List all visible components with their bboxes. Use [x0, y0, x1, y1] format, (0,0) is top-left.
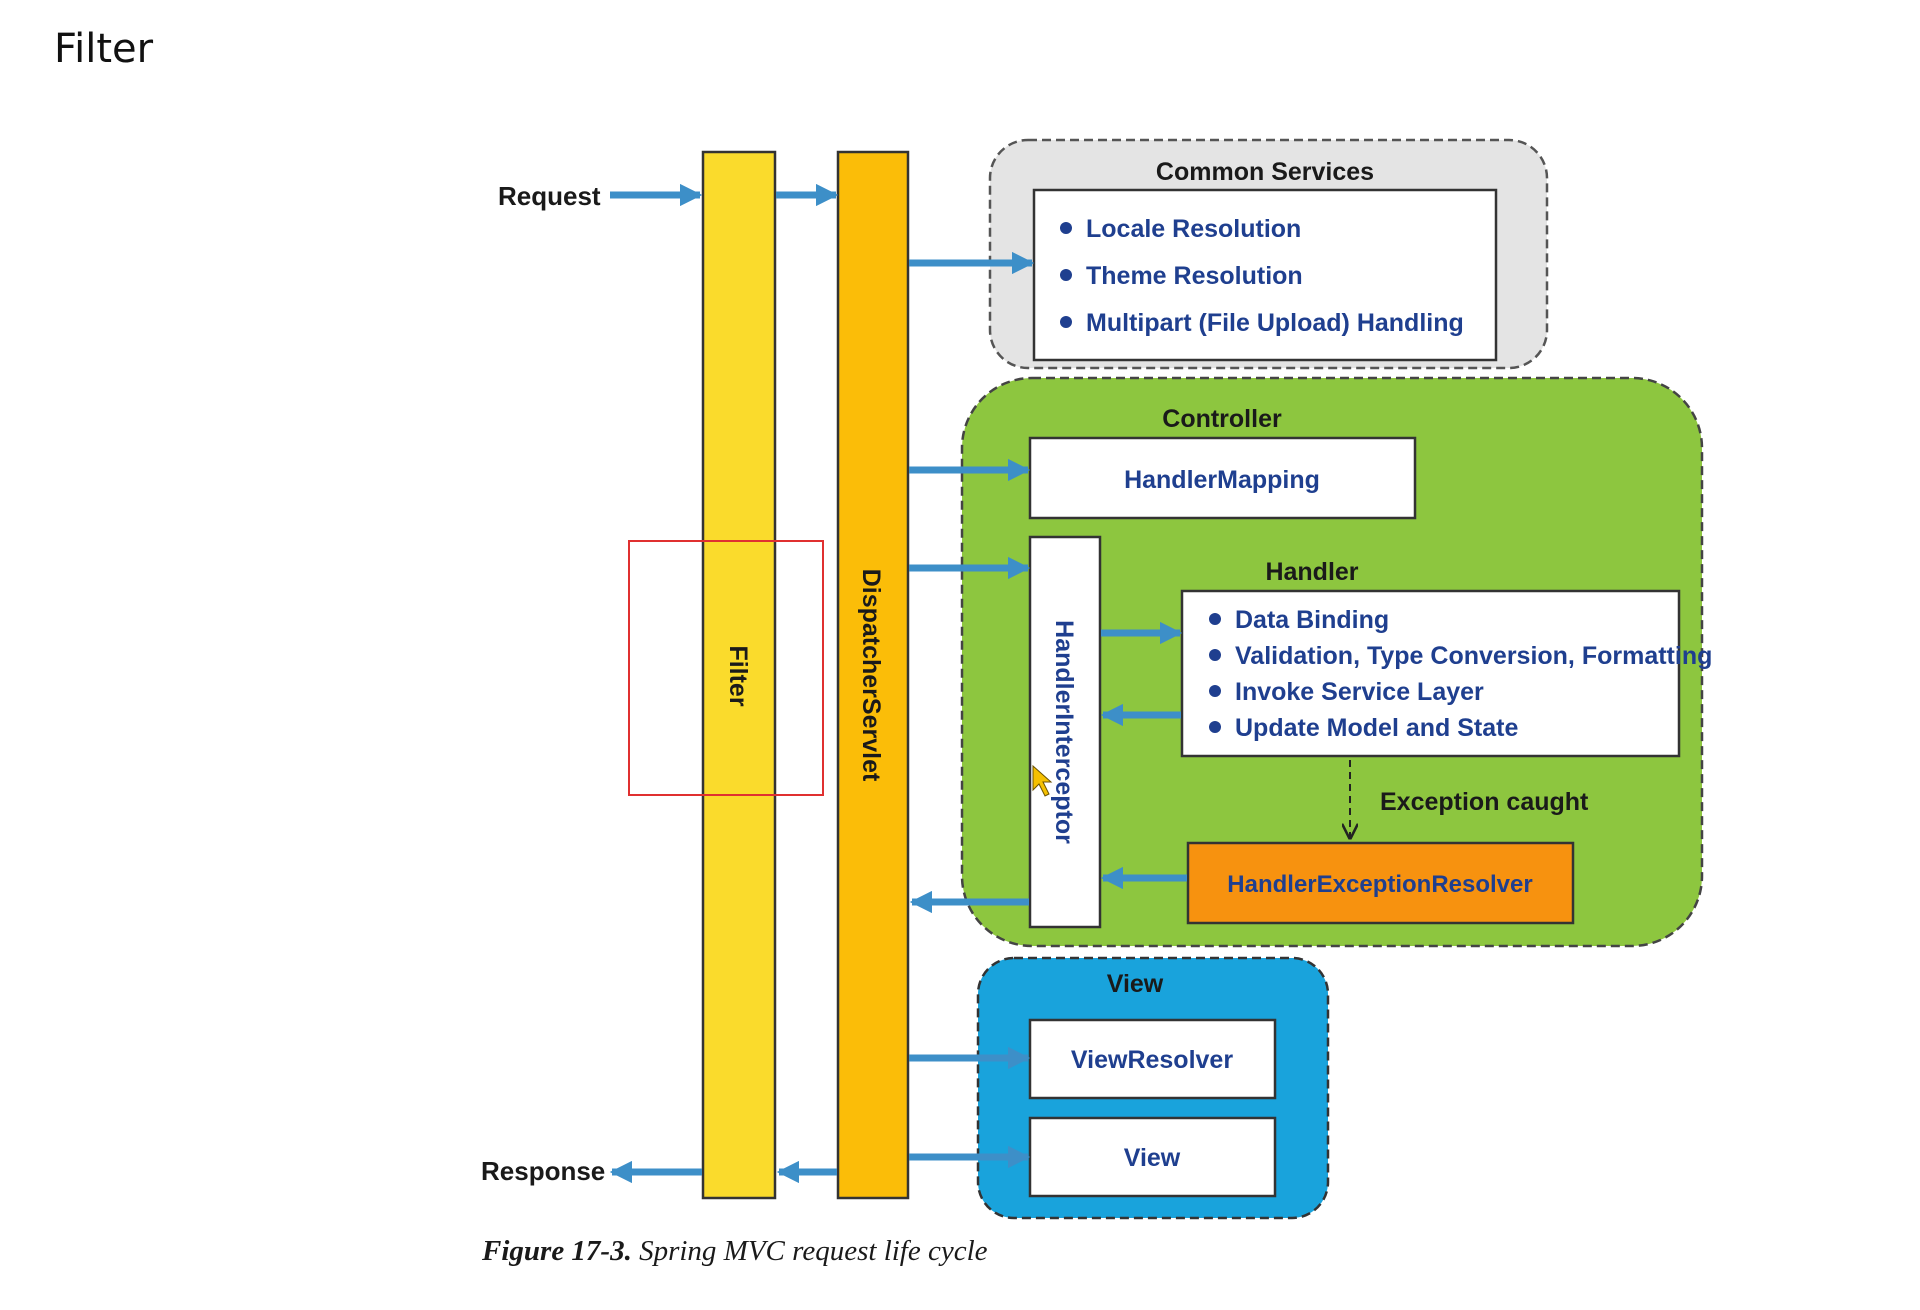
- handler-mapping-label: HandlerMapping: [1124, 466, 1320, 494]
- slide-title: Filter: [54, 26, 154, 72]
- dispatcher-servlet-label: DispatcherServlet: [857, 569, 885, 782]
- common-service-item: Theme Resolution: [1086, 262, 1303, 290]
- view-resolver-label: ViewResolver: [1071, 1046, 1233, 1074]
- figure-caption: Figure 17-3. Spring MVC request life cyc…: [482, 1235, 988, 1268]
- common-service-item: Multipart (File Upload) Handling: [1086, 309, 1464, 337]
- bullet-icon: [1209, 721, 1221, 733]
- handler-interceptor-label: HandlerInterceptor: [1050, 620, 1078, 844]
- bullet-icon: [1209, 685, 1221, 697]
- cursor-icon: [1032, 764, 1053, 797]
- view-title: View: [1107, 970, 1164, 998]
- filter-highlight-box: [628, 540, 824, 796]
- view-resolver-box: [1028, 1018, 1277, 1100]
- view-group: View ViewResolver View: [976, 956, 1330, 1220]
- controller-group: Controller HandlerMapping HandlerInterce…: [960, 376, 1712, 948]
- handler-item: Invoke Service Layer: [1235, 678, 1484, 706]
- view-box: [1028, 1116, 1277, 1198]
- handler-interceptor-box: [1028, 535, 1102, 929]
- flow-arrows: [609, 183, 1187, 1184]
- filter-bar: [701, 150, 777, 1200]
- handler-item: Update Model and State: [1235, 714, 1518, 742]
- common-service-item: Locale Resolution: [1086, 215, 1301, 243]
- filter-label: Filter: [724, 645, 752, 706]
- exception-caught-label: Exception caught: [1380, 788, 1589, 816]
- controller-title: Controller: [1162, 405, 1282, 433]
- dispatcher-servlet-bar: [836, 150, 910, 1200]
- figure-text: Spring MVC request life cycle: [639, 1235, 988, 1267]
- view-label: View: [1124, 1144, 1181, 1172]
- common-services-title: Common Services: [1156, 158, 1374, 186]
- bullet-icon: [1060, 269, 1072, 281]
- bullet-icon: [1209, 613, 1221, 625]
- handler-box: [1180, 589, 1681, 758]
- handler-title: Handler: [1265, 558, 1358, 586]
- common-services-group: Common Services Locale Resolution Theme …: [988, 138, 1549, 370]
- response-label: Response: [481, 1156, 605, 1186]
- bullet-icon: [1060, 222, 1072, 234]
- exception-resolver-box: [1186, 841, 1575, 925]
- request-label: Request: [498, 181, 601, 211]
- handler-item: Validation, Type Conversion, Formatting: [1235, 642, 1712, 670]
- figure-number: Figure 17-3.: [482, 1235, 632, 1267]
- handler-item: Data Binding: [1235, 606, 1389, 634]
- bullet-icon: [1060, 316, 1072, 328]
- bullet-icon: [1209, 649, 1221, 661]
- handler-mapping-box: [1028, 436, 1417, 520]
- exception-resolver-label: HandlerExceptionResolver: [1227, 871, 1532, 898]
